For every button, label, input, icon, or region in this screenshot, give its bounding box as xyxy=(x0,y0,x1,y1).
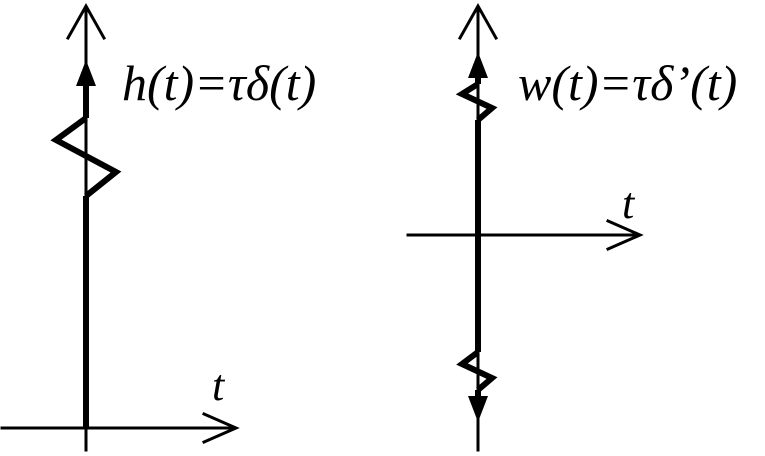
right-formula: w(t)=τδ’(t) xyxy=(518,55,737,111)
left-plot: t h(t)=τδ(t) xyxy=(0,2,316,452)
left-time-axis xyxy=(0,412,240,444)
right-down-arrowhead xyxy=(468,396,488,422)
right-doublet-down xyxy=(456,235,498,422)
right-time-axis xyxy=(406,219,644,251)
left-formula: h(t)=τδ(t) xyxy=(122,55,316,111)
left-time-axis-label: t xyxy=(212,361,226,410)
right-up-arrowhead xyxy=(468,52,488,78)
left-impulse xyxy=(50,60,122,428)
right-doublet-up xyxy=(455,52,498,235)
left-impulse-arrowhead xyxy=(76,60,96,86)
right-time-axis-label: t xyxy=(622,179,636,228)
right-plot: t w(t)=τδ’(t) xyxy=(406,2,737,452)
